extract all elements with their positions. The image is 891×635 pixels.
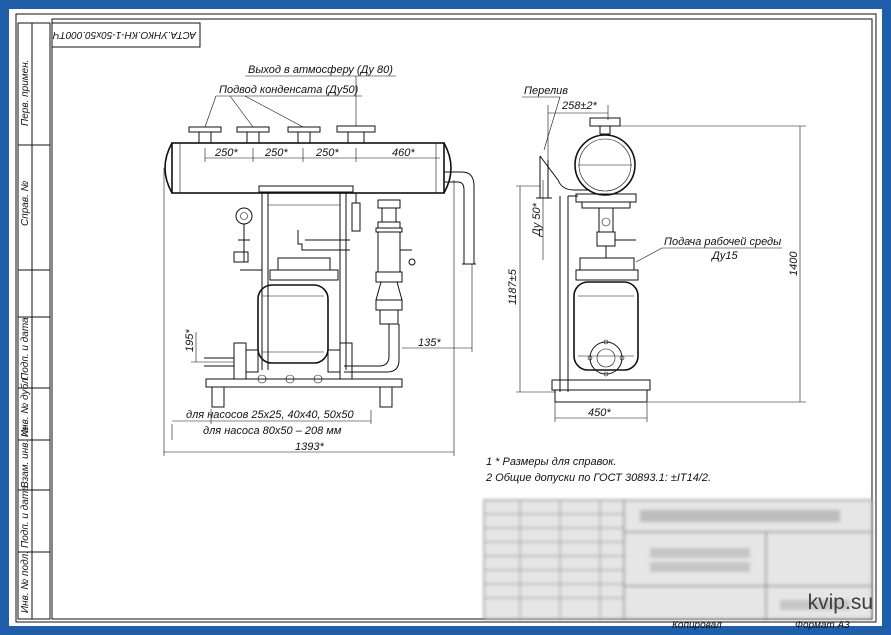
title-block — [483, 499, 873, 620]
side-column-label: Справ. № — [20, 180, 31, 226]
base-frame — [205, 378, 403, 388]
collector-nozzles — [188, 125, 376, 144]
side-view: Перелив 258±2* Ду 50* 1187±5 1400 450* П… — [507, 85, 806, 422]
side-column-label: Взам. инв. № — [20, 426, 31, 488]
pump-outlet-flange — [589, 341, 623, 375]
dim-1400: 1400 — [788, 251, 800, 276]
dim-250-b: 250* — [264, 147, 288, 159]
format-label: Формат А3 — [795, 620, 850, 631]
supply-label: Подача рабочей среды — [664, 236, 781, 248]
side-column-block: Перв. примен. Справ. № Подп. и дата Инв.… — [17, 22, 51, 620]
sheet-border — [15, 13, 877, 623]
side-column-label: Перв. примен. — [20, 60, 31, 126]
dim-du50: Ду 50* — [531, 202, 543, 238]
note-2: 2 Общие допуски по ГОСТ 30893.1: ±IT14/2… — [485, 472, 711, 484]
watermark-text: kvip.su — [807, 591, 873, 614]
pump-flange-left — [233, 342, 247, 380]
vessel-top — [277, 257, 331, 271]
supply-du: Ду15 — [710, 250, 738, 262]
document-code-stamp: АСТА.УНКО.КН-1-50х50.000ТЧ — [51, 22, 201, 48]
drawing-frame — [51, 18, 873, 620]
side-column-label: Инв. № подл. — [20, 551, 31, 613]
front-view: Выход в атмосферу (Ду 80) Подвод конденс… — [163, 64, 476, 456]
condensate-label: Подвод конденсата (Ду50) — [219, 84, 359, 96]
side-column-label: Инв. № дубл. — [19, 376, 31, 438]
pumps-note-2: для насоса 80х50 – 208 мм — [203, 425, 342, 437]
document-code: АСТА.УНКО.КН-1-50х50.000ТЧ — [53, 29, 197, 40]
copied-label: Копировал — [672, 620, 722, 631]
pressure-gauge — [235, 207, 253, 225]
side-column-label: Подп. и дата — [20, 317, 31, 380]
side-column-label: Подп. и дата — [20, 485, 31, 548]
outlet-label: Выход в атмосферу (Ду 80) — [248, 64, 393, 76]
dim-195: 195* — [184, 329, 196, 352]
dim-1393: 1393* — [295, 441, 324, 453]
overflow-label: Перелив — [524, 85, 568, 97]
dim-460: 460* — [392, 147, 415, 159]
side-vessel — [573, 281, 639, 371]
dim-258: 258±2* — [561, 100, 598, 112]
support-frame — [258, 185, 354, 193]
dim-1187: 1187±5 — [507, 268, 519, 305]
note-1: 1 * Размеры для справок. — [486, 456, 617, 468]
pumps-note-1: для насосов 25х25, 40х40, 50х50 — [186, 409, 354, 421]
side-base — [551, 379, 651, 391]
condensate-vessel — [257, 284, 329, 364]
header-section — [574, 134, 636, 196]
dim-135: 135* — [418, 337, 441, 349]
dim-250-a: 250* — [214, 147, 238, 159]
dim-250-c: 250* — [315, 147, 339, 159]
dim-450: 450* — [588, 407, 611, 419]
